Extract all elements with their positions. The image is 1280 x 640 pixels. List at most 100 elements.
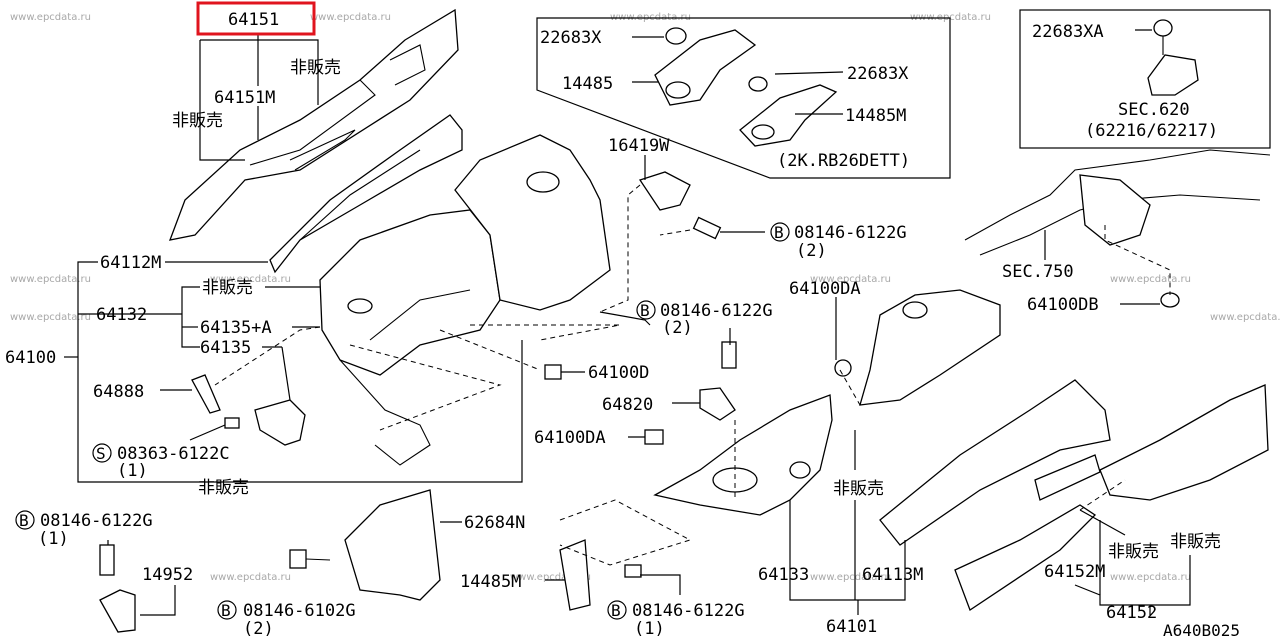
label-64132[interactable]: 64132 — [96, 305, 147, 325]
watermark: www.epcdata.ru — [1210, 312, 1280, 323]
label-qty: (2) — [662, 318, 693, 338]
label-64113m[interactable]: 64113M — [862, 565, 923, 585]
watermark: www.epcdata.ru — [810, 274, 891, 285]
dashed-guides — [214, 184, 1171, 566]
watermark: www.epcdata.ru — [210, 274, 291, 285]
label-not-for-sale: 非販売 — [198, 478, 249, 498]
label-sec620[interactable]: SEC.620 — [1118, 100, 1190, 120]
part-62684n-bracket[interactable] — [344, 489, 441, 601]
label-08146-6102g[interactable]: 08146-6102G — [243, 601, 356, 621]
label-64135[interactable]: 64135 — [200, 338, 251, 358]
label-62684n[interactable]: 62684N — [464, 513, 525, 533]
label-64820[interactable]: 64820 — [602, 395, 653, 415]
label-qty: (1) — [38, 529, 69, 549]
label-sec620-parts: (62216/62217) — [1085, 121, 1218, 141]
b-glyph: B — [611, 601, 621, 620]
part-bolt-08146-6102g[interactable] — [289, 549, 331, 569]
label-not-for-sale: 非販売 — [202, 278, 253, 298]
label-rb26dett: (2K.RB26DETT) — [777, 151, 910, 171]
label-64151m[interactable]: 64151M — [214, 88, 275, 108]
diagram-code: A640B025 — [1163, 621, 1240, 640]
label-14485m[interactable]: 14485M — [845, 106, 906, 126]
watermark: www.epcdata.ru — [510, 572, 591, 583]
watermark: www.epcdata.ru — [1110, 572, 1191, 583]
part-64113m-rail[interactable] — [879, 379, 1111, 546]
highlight-box — [196, 1, 316, 36]
label-14952[interactable]: 14952 — [142, 565, 193, 585]
leader-lines — [64, 29, 1191, 616]
part-64100da-member[interactable] — [834, 289, 1001, 406]
label-64152m[interactable]: 64152M — [1044, 562, 1105, 582]
label-64100da[interactable]: 64100DA — [534, 428, 606, 448]
label-64112m[interactable]: 64112M — [100, 253, 161, 273]
part-14485m-bracket[interactable] — [739, 76, 838, 147]
label-not-for-sale: 非販売 — [833, 479, 884, 499]
part-64100-strut-housing[interactable] — [319, 134, 611, 466]
b-bolt-icon — [770, 222, 790, 242]
label-not-for-sale: 非販売 — [172, 111, 223, 131]
label-64100db[interactable]: 64100DB — [1027, 295, 1099, 315]
part-14485-bracket[interactable] — [654, 27, 757, 106]
watermark: www.epcdata.ru — [10, 312, 91, 323]
label-64100d[interactable]: 64100D — [588, 363, 649, 383]
label-08146-6122g[interactable]: 08146-6122G — [794, 223, 907, 243]
label-08146-6122g[interactable]: 08146-6122G — [632, 601, 745, 621]
label-22683x[interactable]: 22683X — [847, 64, 909, 84]
part-64112m-rail[interactable] — [269, 114, 463, 274]
rb26-inset-box — [536, 17, 951, 179]
label-not-for-sale: 非販売 — [290, 58, 341, 78]
label-not-for-sale: 非販売 — [1108, 542, 1159, 562]
label-64100da[interactable]: 64100DA — [789, 279, 861, 299]
watermark: www.epcdata.ru — [310, 12, 391, 23]
part-64152m-rail[interactable] — [954, 454, 1101, 611]
part-labels: 64151 非販売 64151M 非販売 22683X 14485 22683X… — [5, 10, 1240, 640]
watermark: www.epcdata.ru — [10, 274, 91, 285]
b-glyph: B — [774, 223, 784, 242]
label-22683x[interactable]: 22683X — [540, 28, 602, 48]
label-14485m[interactable]: 14485M — [460, 572, 521, 592]
label-08146-6122g[interactable]: 08146-6122G — [40, 511, 153, 531]
sec620-inset-box — [1019, 9, 1271, 149]
part-64151-panel[interactable] — [168, 8, 459, 241]
label-64101[interactable]: 64101 — [826, 617, 877, 637]
part-14952-bracket[interactable] — [99, 544, 136, 633]
label-64888[interactable]: 64888 — [93, 382, 144, 402]
label-64152[interactable]: 64152 — [1106, 603, 1157, 623]
b-glyph: B — [221, 601, 231, 620]
part-64133-member[interactable] — [653, 394, 833, 516]
label-08363-6122c[interactable]: 08363-6122C — [117, 444, 230, 464]
b-bolt-icon — [15, 510, 35, 530]
label-64100[interactable]: 64100 — [5, 348, 56, 368]
b-glyph: B — [19, 511, 29, 530]
part-sec620-bracket[interactable] — [1147, 19, 1199, 96]
watermark: www.epcdata.ru — [810, 572, 891, 583]
b-glyph: B — [640, 301, 650, 320]
label-sec750[interactable]: SEC.750 — [1002, 262, 1074, 282]
b-bolt-icon — [607, 600, 627, 620]
b-bolt-icon — [636, 300, 656, 320]
label-64135a[interactable]: 64135+A — [200, 318, 272, 338]
part-16419w-clip[interactable] — [638, 171, 722, 240]
label-qty: (1) — [634, 619, 665, 639]
label-qty: (2) — [796, 241, 827, 261]
label-64133[interactable]: 64133 — [758, 565, 809, 585]
part-64888-bracket[interactable] — [191, 374, 221, 414]
b-bolt-icon — [217, 600, 237, 620]
part-64135-bracket[interactable] — [224, 399, 306, 446]
watermark: www.epcdata.ru — [1110, 274, 1191, 285]
label-qty: (2) — [243, 619, 274, 639]
label-not-for-sale: 非販売 — [1170, 532, 1221, 552]
label-08146-6122g[interactable]: 08146-6122G — [660, 301, 773, 321]
label-64151[interactable]: 64151 — [228, 10, 279, 30]
part-64820-bracket[interactable] — [544, 341, 737, 445]
part-14485m-lower[interactable] — [559, 539, 642, 611]
part-64152-rail[interactable] — [1099, 384, 1269, 501]
label-14485[interactable]: 14485 — [562, 74, 613, 94]
label-16419w[interactable]: 16419W — [608, 136, 670, 156]
label-22683xa[interactable]: 22683XA — [1032, 22, 1104, 42]
watermark: www.epcdata.ru — [10, 12, 91, 23]
label-qty: (1) — [117, 461, 148, 481]
part-sec750-frame — [964, 149, 1271, 308]
